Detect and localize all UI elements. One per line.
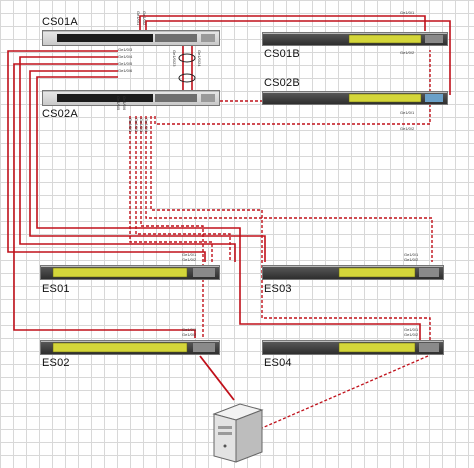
stack-loop-bottom	[178, 73, 196, 83]
link-cs02a-es03	[145, 116, 433, 262]
port-block	[52, 267, 188, 278]
port-label-cs01a-ge3: Ge1/0/3	[118, 47, 133, 52]
port-label-cs01b-ge2: Ge1/0/2	[400, 50, 415, 55]
port-block	[338, 342, 416, 353]
link-es02-server	[199, 355, 235, 401]
port-label-es04-ge1: Ge1/0/1	[404, 327, 419, 332]
port-label-cs01a-ge4: Ge1/0/4	[118, 54, 133, 59]
port-label-cs02b-ge2: Ge1/0/2	[400, 126, 415, 131]
port-label-es02-ge1: Ge1/0/1	[182, 327, 197, 332]
switch-cs02b[interactable]	[262, 91, 448, 105]
port-label-cs01a-ge2: Ge1/0/2	[142, 11, 147, 26]
link-cs01a-es01-inner	[19, 56, 236, 262]
uplink-ports	[419, 268, 439, 277]
uplink-ports	[193, 268, 215, 277]
link-cs02a-es01-b	[135, 116, 231, 262]
link-cs01a-es03	[29, 70, 266, 262]
server-power-led	[223, 444, 227, 448]
chassis-slot	[57, 94, 153, 102]
switch-es04[interactable]	[262, 340, 444, 355]
port-label-cs01a-ge6: Ge1/0/6	[118, 68, 133, 73]
stack-loop-top	[178, 53, 196, 63]
link-cs02a-es01-a	[129, 116, 213, 262]
chassis-slot	[57, 34, 153, 42]
label-cs01b: CS01B	[264, 48, 300, 60]
switch-cs01a[interactable]	[42, 30, 220, 46]
label-es04: ES04	[264, 357, 292, 369]
uplink-ports	[419, 343, 439, 352]
switch-es03[interactable]	[262, 265, 444, 280]
port-label-es04-ge2: Ge1/0/2	[404, 332, 419, 337]
module-slot	[201, 94, 215, 102]
port-label-cs01a-ge23: Ge1/0/23	[172, 50, 177, 67]
port-label-cs02a-ge3: Ge1/0/3	[139, 118, 144, 133]
port-label-es01-ge2: Ge1/0/2	[182, 257, 197, 262]
label-es02: ES02	[42, 357, 70, 369]
switch-es02[interactable]	[40, 340, 220, 355]
port-block	[52, 342, 188, 353]
uplink-ports	[193, 343, 215, 352]
link-cs02a-cs01b	[154, 50, 431, 125]
server-icon[interactable]	[210, 400, 266, 464]
port-block	[155, 34, 197, 42]
link-es04-server	[261, 355, 429, 429]
port-label-es01-ge1: Ge1/0/1	[182, 252, 197, 257]
link-cs02a-es02	[140, 116, 204, 338]
label-es01: ES01	[42, 283, 70, 295]
link-cs01a-es04	[36, 76, 421, 340]
solid-links-cs01	[7, 15, 451, 340]
server-drive-bay	[218, 432, 232, 435]
port-label-cs02a-ge4: Ge1/0/4	[144, 118, 149, 133]
link-cs01a-cs01b	[139, 15, 426, 33]
port-label-es03-ge2: Ge1/0/2	[404, 257, 419, 262]
port-label-cs02b-ge1: Ge1/0/1	[400, 110, 415, 115]
port-label-cs02a-ge5: Ge1/0/5	[116, 96, 121, 111]
server-front	[213, 413, 237, 463]
port-block	[348, 34, 422, 44]
label-cs02b: CS02B	[264, 77, 300, 89]
server-drive-bay	[218, 426, 232, 429]
port-label-cs01a-ge24: Ge1/0/24	[197, 50, 202, 67]
link-cs01a-es02	[13, 63, 196, 338]
switch-cs02a[interactable]	[42, 90, 220, 106]
label-es03: ES03	[264, 283, 292, 295]
port-label-cs01b-ge1: Ge1/0/1	[400, 10, 415, 15]
port-block	[338, 267, 416, 278]
label-cs02a: CS02A	[42, 108, 78, 120]
port-label-cs01a-ge1: Ge1/0/1	[136, 11, 141, 26]
port-label-cs01a-ge5: Ge1/0/5	[118, 61, 133, 66]
uplink-ports	[425, 94, 443, 102]
port-block	[155, 94, 197, 102]
module-slot	[201, 34, 215, 42]
port-label-cs02a-ge6: Ge1/0/6	[122, 96, 127, 111]
port-label-es02-ge2: Ge1/0/2	[182, 332, 197, 337]
link-cs01a-cs02b	[145, 20, 451, 95]
uplink-ports	[425, 35, 443, 43]
port-label-cs02a-ge2: Ge1/0/2	[134, 118, 139, 133]
label-cs01a: CS01A	[42, 16, 78, 28]
switch-cs01b[interactable]	[262, 32, 448, 46]
port-label-cs02a-ge1: Ge1/0/1	[128, 118, 133, 133]
port-label-es03-ge1: Ge1/0/1	[404, 252, 419, 257]
port-block	[348, 93, 422, 103]
switch-es01[interactable]	[40, 265, 220, 280]
link-cs01a-es01-outer	[7, 50, 206, 262]
